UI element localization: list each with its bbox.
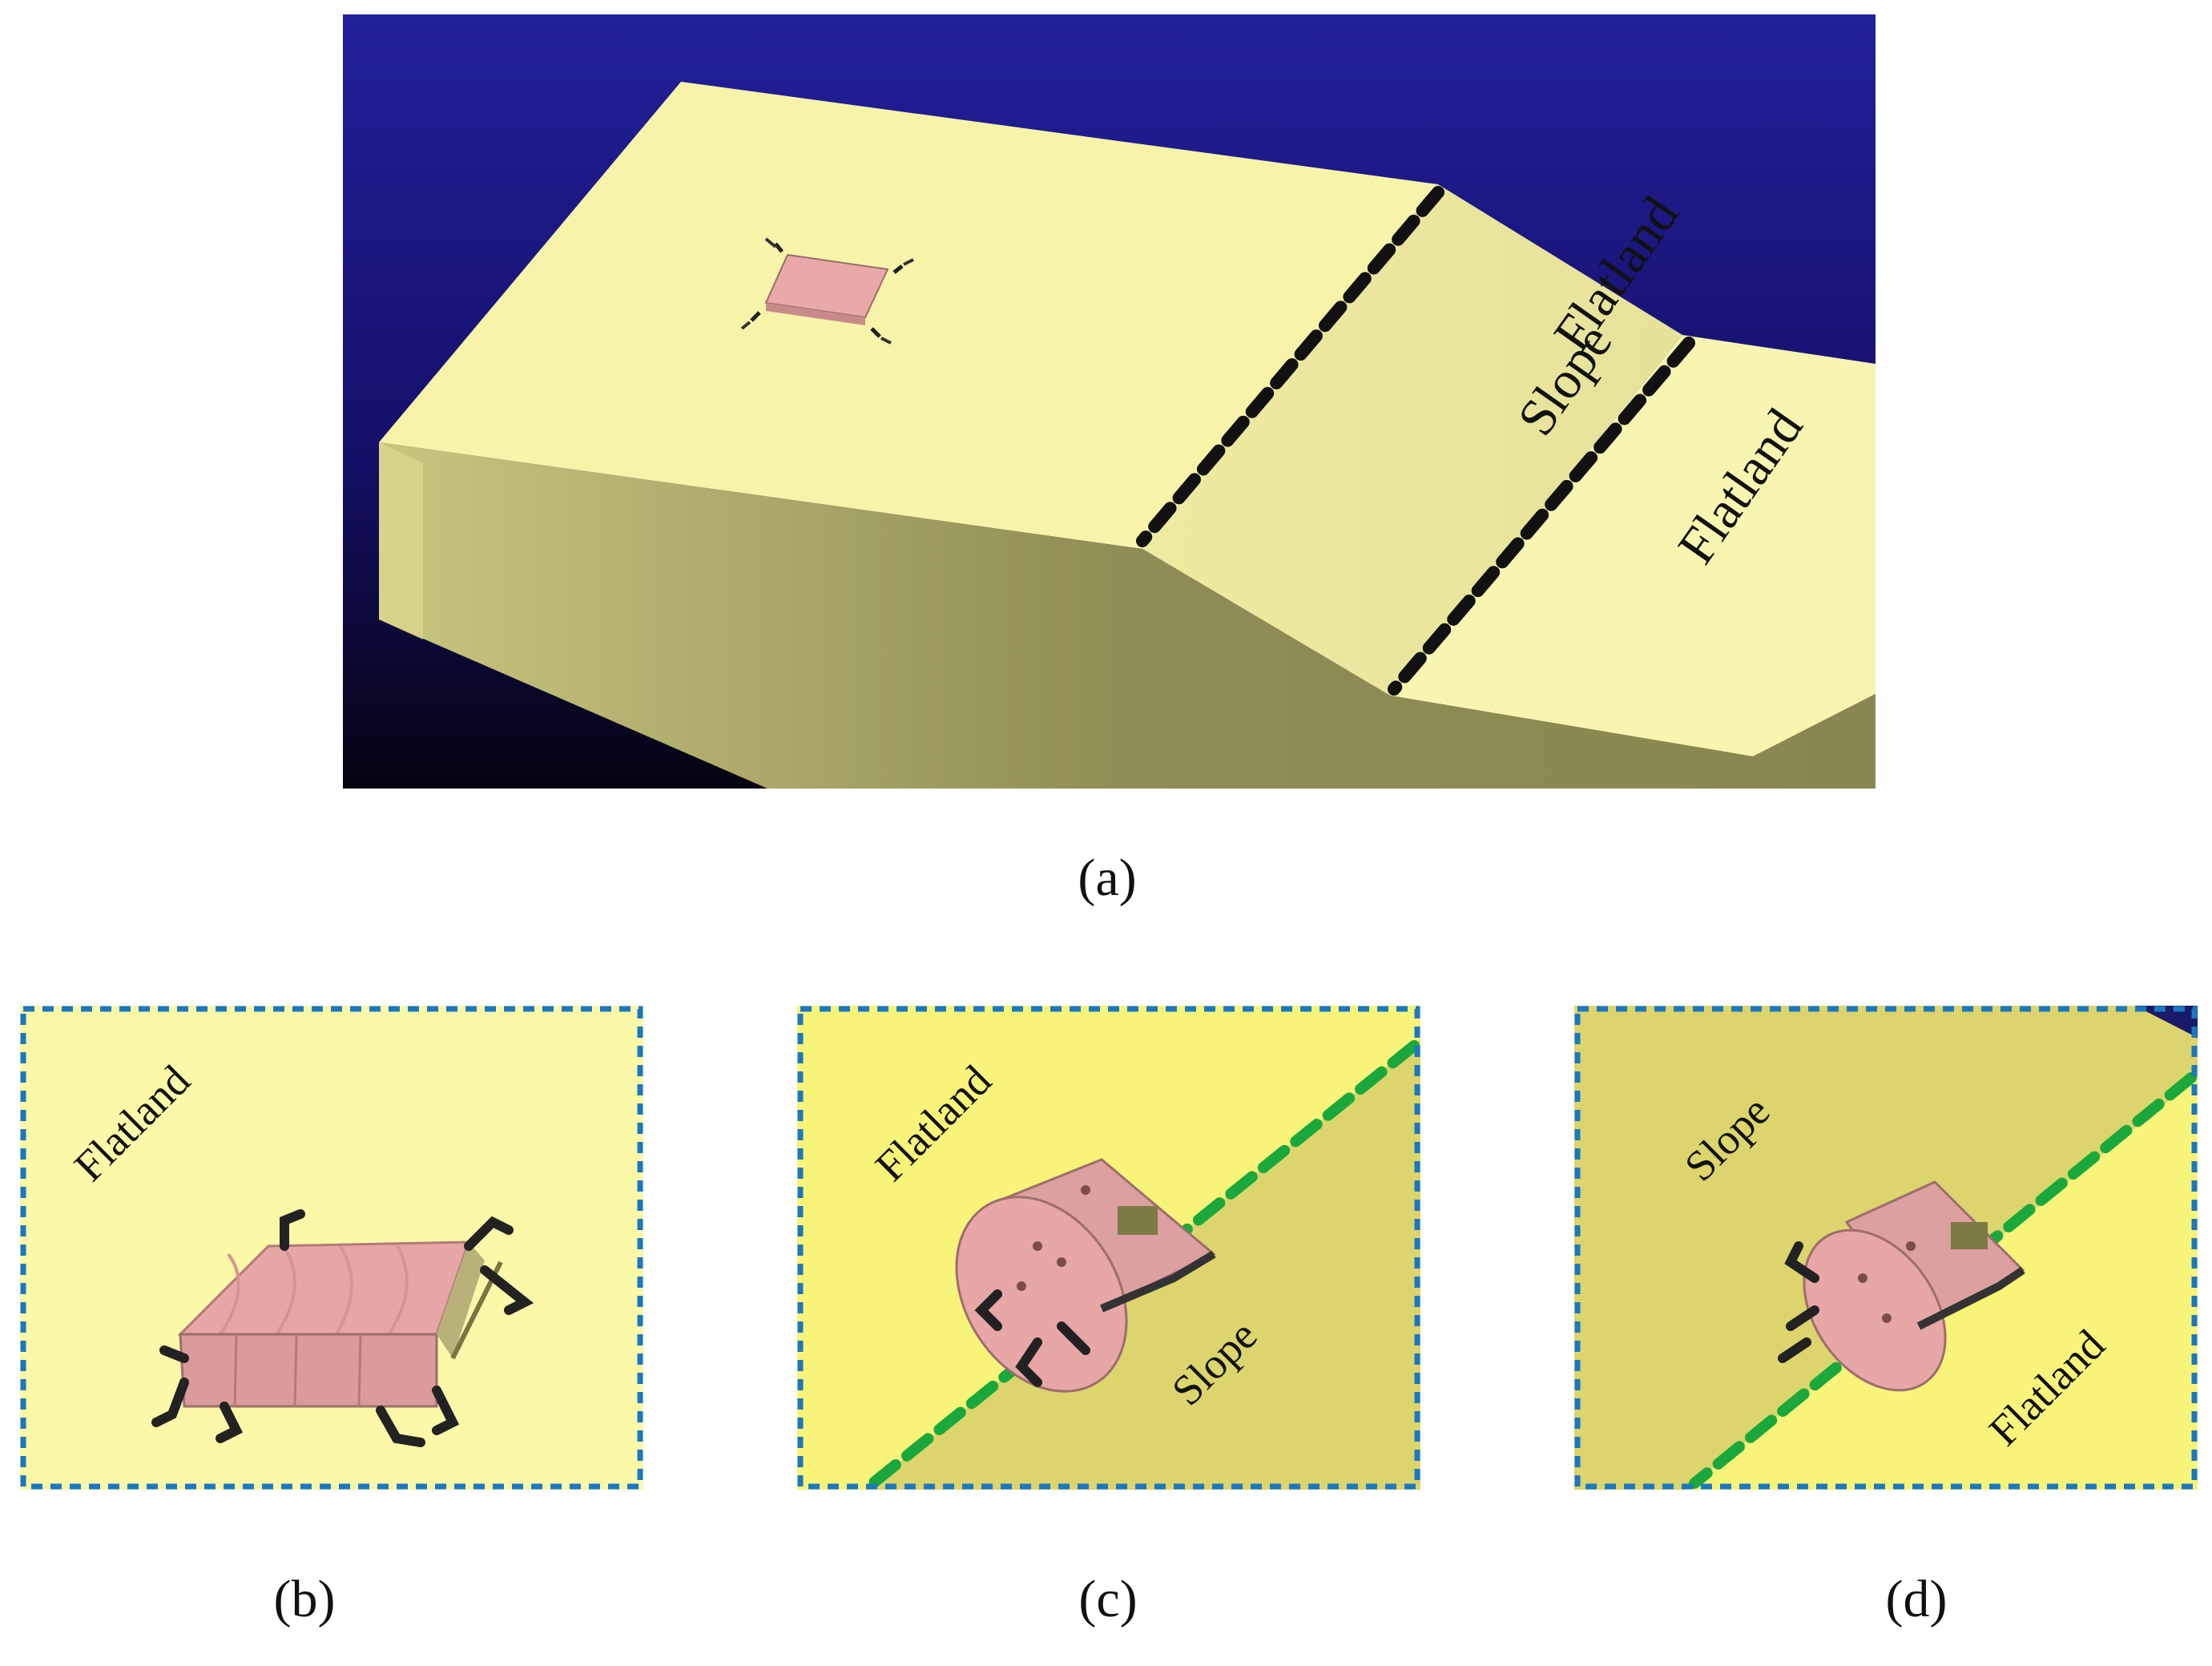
panel-c-scene: Flatland Slope <box>797 1006 1420 1490</box>
robot-small <box>740 237 914 345</box>
caption-a: (a) <box>1078 849 1137 907</box>
panel-b-scene: Flatland <box>20 1006 643 1490</box>
panel-d-scene: Slope Flatland <box>1574 1006 2198 1490</box>
terrain-end-face <box>379 442 423 639</box>
terrain-slope <box>1142 184 1682 696</box>
panel-c-border <box>797 1006 1420 1490</box>
panel-b-border <box>20 1006 643 1490</box>
terrain-side-face <box>379 442 1876 789</box>
panel-d-border <box>1574 1006 2198 1490</box>
boundary-line-slope-flatland <box>1388 337 1695 696</box>
caption-b: (b) <box>273 1570 336 1628</box>
robot-rolling-c <box>955 1158 1216 1393</box>
boundary-line-flatland-slope <box>1136 186 1444 547</box>
caption-d: (d) <box>1885 1570 1948 1628</box>
panel-d-sky-corner <box>2135 1006 2198 1038</box>
panel-a-scene: Flatland Slope Flatland <box>343 14 1876 789</box>
terrain-lower-flatland <box>1390 335 1876 756</box>
robot-rolling-d <box>1778 1180 2025 1392</box>
caption-c: (c) <box>1078 1570 1138 1628</box>
terrain-top-flatland <box>379 82 1438 549</box>
robot-folded <box>151 1209 534 1447</box>
